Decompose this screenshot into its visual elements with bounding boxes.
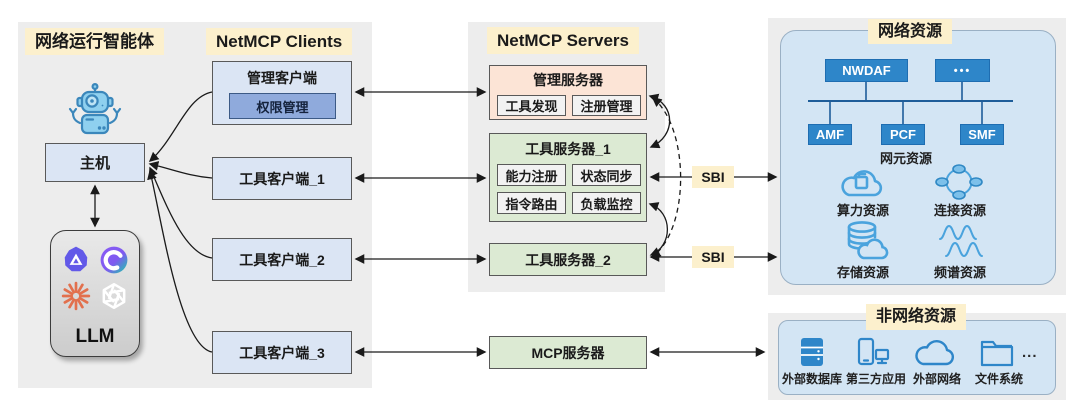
storage-resource-label: 存储资源 <box>836 265 889 280</box>
claude-icon <box>61 281 91 311</box>
third-party-app-label: 第三方应用 <box>845 372 906 386</box>
command-routing-module: 指令路由 <box>497 192 566 214</box>
llm-box: LLM <box>50 230 140 357</box>
mcp-server-box: MCP服务器 <box>489 336 647 369</box>
tool-client-1-box: 工具客户端_1 <box>212 157 352 200</box>
spectrum-resource-label: 频谱资源 <box>933 265 986 280</box>
tool-discovery-module: 工具发现 <box>497 95 566 116</box>
gemini-icon <box>100 246 128 274</box>
pcf-node: PCF <box>881 124 925 145</box>
registration-module: 注册管理 <box>572 95 641 116</box>
llm-label: LLM <box>75 326 115 347</box>
connection-resource-label: 连接资源 <box>933 203 986 218</box>
spectrum-waves-icon <box>938 223 984 259</box>
connection-ring-icon <box>935 163 983 201</box>
openai-icon <box>102 282 126 310</box>
more-nf-node: ••• <box>935 59 990 82</box>
tool-server-1-box: 工具服务器_1 能力注册 状态同步 指令路由 负载监控 <box>489 133 647 222</box>
external-database-icon <box>798 336 826 368</box>
file-system-folder-icon <box>980 338 1014 367</box>
smf-node: SMF <box>960 124 1004 145</box>
host-box: 主机 <box>45 143 145 182</box>
sbi-label-1: SBI <box>692 166 734 188</box>
network-resources-title: 网络资源 <box>868 19 953 44</box>
state-sync-module: 状态同步 <box>572 164 641 186</box>
storage-database-icon <box>843 220 889 262</box>
management-client-box: 管理客户端 权限管理 <box>212 61 352 125</box>
compute-resource-label: 算力资源 <box>836 203 889 218</box>
agent-panel-title: 网络运行智能体 <box>25 28 164 55</box>
tool-client-2-box: 工具客户端_2 <box>212 238 352 281</box>
external-network-cloud-icon <box>913 339 955 367</box>
compute-cloud-icon <box>838 166 884 200</box>
servers-panel-title: NetMCP Servers <box>487 27 639 54</box>
management-client-label: 管理客户端 <box>247 70 317 86</box>
more-items-dots: ... <box>1022 344 1038 361</box>
non-network-resources-title: 非网络资源 <box>866 304 967 330</box>
third-party-app-icon <box>856 337 892 367</box>
management-server-box: 管理服务器 工具发现 注册管理 <box>489 65 647 120</box>
robot-icon <box>67 82 123 142</box>
clients-panel-title: NetMCP Clients <box>206 28 353 55</box>
qwen-icon <box>64 246 88 272</box>
amf-node: AMF <box>808 124 852 145</box>
nwdaf-node: NWDAF <box>825 59 908 82</box>
tool-server-2-box: 工具服务器_2 <box>489 243 647 276</box>
nf-resources-caption: 网元资源 <box>879 151 932 166</box>
permission-module-box: 权限管理 <box>229 93 336 119</box>
load-monitoring-module: 负载监控 <box>572 192 641 214</box>
external-network-label: 外部网络 <box>912 372 961 386</box>
external-database-label: 外部数据库 <box>781 372 842 386</box>
capability-registration-module: 能力注册 <box>497 164 566 186</box>
tool-server-1-label: 工具服务器_1 <box>525 141 611 157</box>
tool-client-3-box: 工具客户端_3 <box>212 331 352 374</box>
sbi-label-2: SBI <box>692 246 734 268</box>
management-server-label: 管理服务器 <box>533 72 603 88</box>
file-system-label: 文件系统 <box>974 372 1023 386</box>
